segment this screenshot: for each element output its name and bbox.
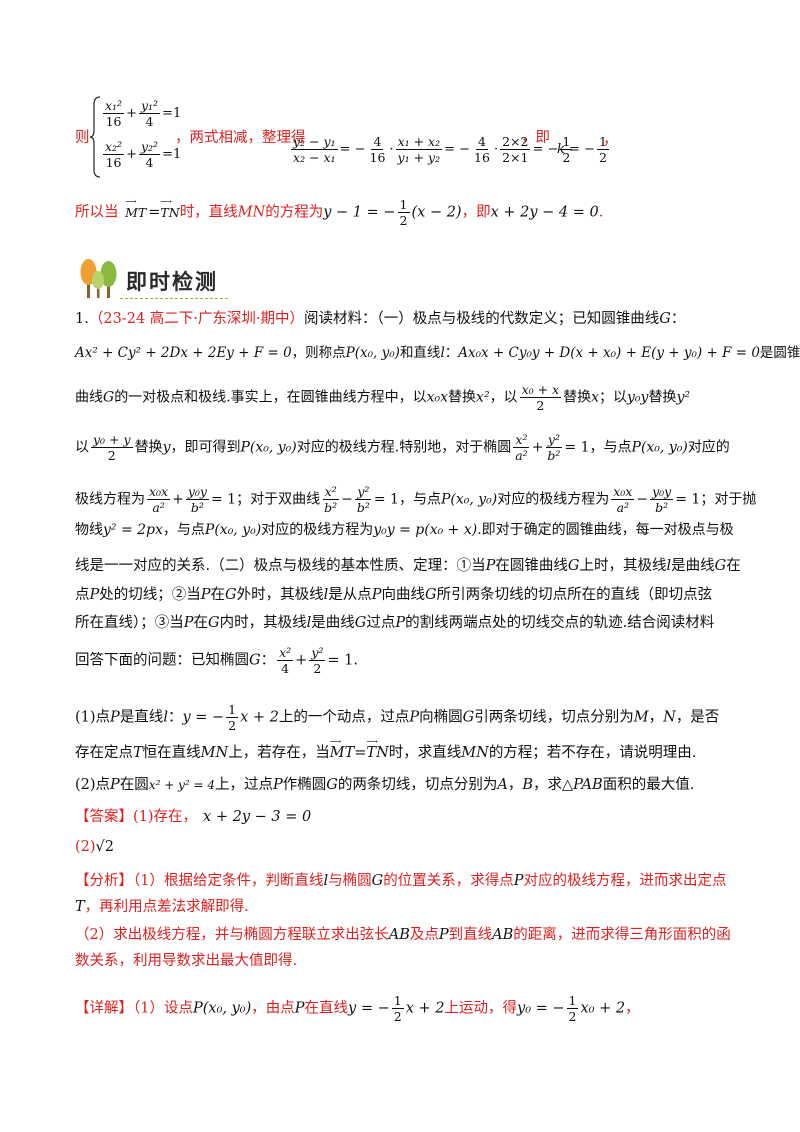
analysis-line-4: 数关系，利用导数求出最大值即得. bbox=[75, 953, 298, 969]
analysis-line-1: 【分析】（1）根据给定条件，判断直线l与椭圆G的位置关系，求得点P对应的极线方程… bbox=[75, 873, 727, 889]
analysis-line-2: T，再利用点差法求解即得. bbox=[75, 899, 249, 915]
question-1-cont: 存在定点T恒在直线MN上，若存在，当⟶MT=⟶TN时，求直线MN的方程；若不存在… bbox=[75, 737, 697, 761]
problem-line-7: 线是一一对应的关系.（二）极点与极线的基本性质、定理：①当P在圆锥曲线G上时，其… bbox=[75, 558, 741, 574]
answer-line-2: (2)√2 bbox=[75, 839, 115, 855]
subtract-comment: ，两式相减，整理得 bbox=[175, 130, 306, 146]
problem-line-6: 物线y² = 2px，与点P(x₀, y₀)对应的极线方程为y₀y = p(x₀… bbox=[75, 522, 734, 538]
problem-line-8: 点P处的切线；②当P在G外时，其极线l是从点P向曲线G所引两条切线的切点所在的直… bbox=[75, 587, 713, 603]
question-2: (2)点P在圆x² + y² = 4上，过点P作椭圆G的两条切线，切点分别为A，… bbox=[75, 777, 695, 793]
tree-icon bbox=[80, 259, 117, 298]
ji-text: ，即 bbox=[521, 130, 550, 146]
problem-line-9: 所在直线）；③当P在G内时，其极线l是曲线G过点P的割线两端点处的切线交点的轨迹… bbox=[75, 615, 715, 631]
problem-line-2: Ax² + Cy² + 2Dx + 2Ey + F = 0，则称点P(x₀, y… bbox=[75, 345, 800, 361]
banner-divider bbox=[120, 298, 228, 299]
analysis-line-3: （2）求出极线方程，并与椭圆方程联立求出弦长AB及点P到直线AB的距离，进而求得… bbox=[75, 927, 731, 943]
problem-line-1: 1.（23-24 高二下·广东深圳·期中）阅读材料：（一）极点与极线的代数定义；… bbox=[75, 311, 686, 327]
ze-text: 则 bbox=[75, 130, 90, 146]
comma: ， bbox=[603, 132, 618, 148]
banner-title: 即时检测 bbox=[126, 270, 218, 294]
left-brace bbox=[89, 96, 101, 178]
section-banner: 即时检测 bbox=[75, 258, 225, 304]
answer-line-1: 【答案】(1)存在，x + 2y − 3 = 0 bbox=[75, 809, 312, 825]
